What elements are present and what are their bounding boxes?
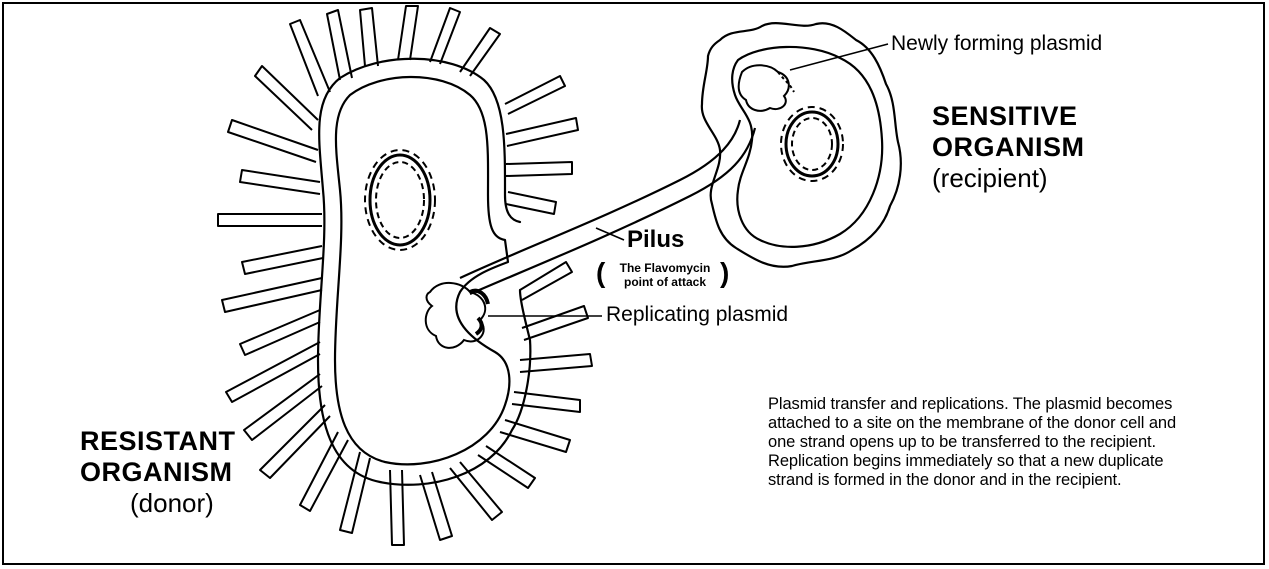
label-pilus-note: The Flavomycin point of attack <box>610 262 720 290</box>
donor-chromosome <box>365 150 435 250</box>
label-donor: (donor) <box>130 490 214 516</box>
paren-right: ) <box>720 259 729 287</box>
label-recipient: (recipient) <box>932 165 1048 191</box>
label-newly-forming-plasmid: Newly forming plasmid <box>891 33 1102 54</box>
figure-caption: Plasmid transfer and replications. The p… <box>768 395 1188 490</box>
newly-forming-plasmid-shape <box>739 65 794 111</box>
label-replicating-plasmid: Replicating plasmid <box>606 304 788 325</box>
recipient-cell <box>702 23 901 267</box>
paren-left: ( <box>596 259 605 287</box>
label-sensitive: SENSITIVE <box>932 103 1078 130</box>
label-resistant-organism: ORGANISM <box>80 459 233 486</box>
recipient-chromosome <box>781 107 843 181</box>
label-resistant: RESISTANT <box>80 428 236 455</box>
pilus-note-line-2: point of attack <box>610 276 720 290</box>
label-pilus: Pilus <box>627 228 684 252</box>
donor-cell-inner-membrane <box>335 77 509 464</box>
label-sensitive-organism: ORGANISM <box>932 134 1085 161</box>
pilus-note-line-1: The Flavomycin <box>610 262 720 276</box>
